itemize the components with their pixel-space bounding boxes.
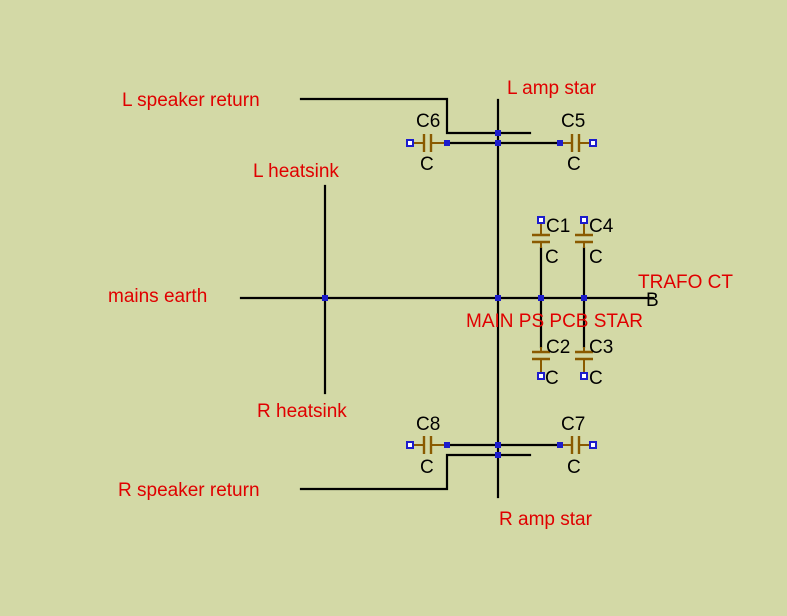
label-l-speaker-return: L speaker return: [122, 90, 260, 111]
c8-ref: C8: [416, 414, 440, 435]
junction-dot: [538, 295, 544, 301]
junction-dot: [495, 130, 501, 136]
c3-value: C: [589, 368, 603, 389]
c7-ref: C7: [561, 414, 585, 435]
wire-l-speaker-return: [299, 97, 532, 135]
capacitor-c6[interactable]: [406, 134, 447, 152]
c1-value: C: [545, 247, 559, 268]
c2-ref: C2: [546, 337, 570, 358]
junction-dot: [581, 295, 587, 301]
label-r-heatsink: R heatsink: [257, 401, 347, 422]
c3-ref: C3: [589, 337, 613, 358]
wire-r-speaker-return: [299, 453, 532, 491]
junction-dot: [557, 140, 563, 146]
c7-value: C: [567, 457, 581, 478]
junction-dot: [495, 140, 501, 146]
label-main-ps-pcb-star: MAIN PS PCB STAR: [466, 311, 643, 332]
c1-ref: C1: [546, 216, 570, 237]
junction-dot: [495, 442, 501, 448]
capacitor-c3[interactable]: [575, 347, 593, 380]
junction-dot: [495, 295, 501, 301]
c4-ref: C4: [589, 216, 614, 237]
capacitor-c1[interactable]: [532, 216, 550, 248]
c6-value: C: [420, 154, 434, 175]
capacitor-c7[interactable]: [560, 436, 597, 454]
label-trafo-pin: B: [646, 290, 659, 311]
c5-ref: C5: [561, 111, 585, 132]
label-r-amp-star: R amp star: [499, 509, 593, 530]
label-l-amp-star: L amp star: [507, 78, 597, 99]
c6-ref: C6: [416, 111, 440, 132]
c5-value: C: [567, 154, 581, 175]
label-r-speaker-return: R speaker return: [118, 480, 260, 501]
capacitor-c8[interactable]: [406, 436, 447, 454]
capacitor-c5[interactable]: [560, 134, 597, 152]
junction-dot: [322, 295, 328, 301]
capacitor-c4[interactable]: [575, 216, 593, 248]
junctions: [322, 130, 587, 458]
junction-dot: [444, 442, 450, 448]
label-mains-earth: mains earth: [108, 286, 207, 307]
junction-dot: [557, 442, 563, 448]
label-trafo-ct: TRAFO CT: [638, 272, 733, 293]
junction-dot: [444, 140, 450, 146]
wires: [239, 97, 655, 499]
junction-dot: [495, 452, 501, 458]
capacitor-c2[interactable]: [532, 347, 550, 380]
c4-value: C: [589, 247, 603, 268]
c2-value: C: [545, 368, 559, 389]
label-l-heatsink: L heatsink: [253, 161, 339, 182]
c8-value: C: [420, 457, 434, 478]
